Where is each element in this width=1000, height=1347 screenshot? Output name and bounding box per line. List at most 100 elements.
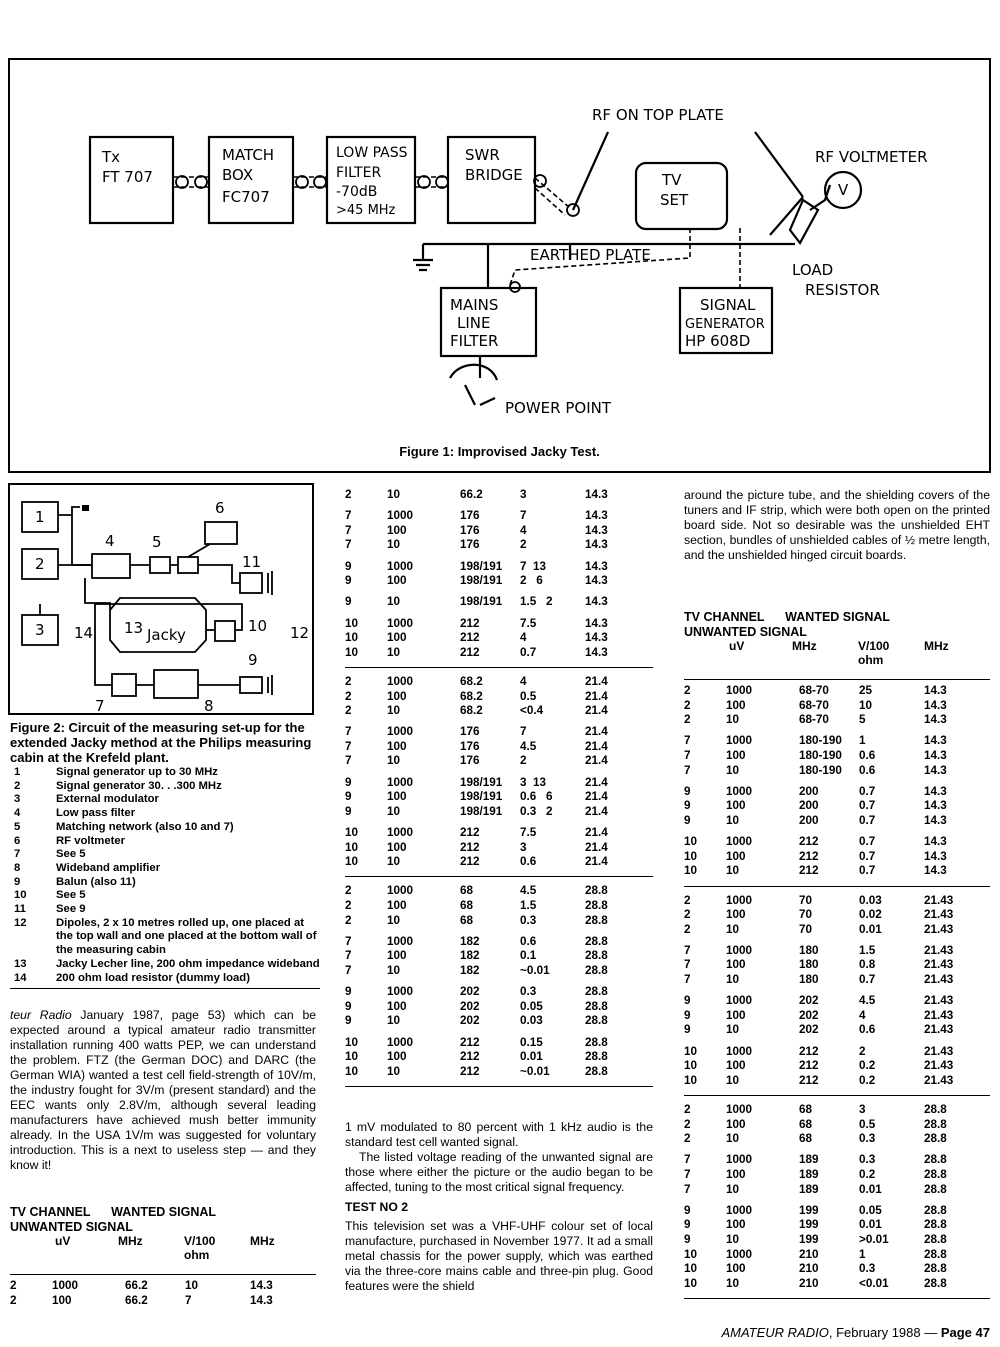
table-cell: 0.6 6 xyxy=(520,790,553,804)
table-cell: 4 xyxy=(520,631,527,645)
table-cell: 9 xyxy=(345,574,352,588)
table-cell: 0.7 xyxy=(520,645,537,659)
table-cell: 7 13 xyxy=(520,559,546,573)
table-cell: 198/191 xyxy=(460,790,503,804)
table-cell: 0.2 xyxy=(859,1059,876,1073)
table-cell: 1000 xyxy=(726,784,753,798)
test-no-2-heading: TEST NO 2 xyxy=(345,1200,408,1214)
table-cell: 202 xyxy=(460,999,480,1013)
table-cell: 10 xyxy=(684,849,698,863)
table-cell: 1.5 xyxy=(859,943,876,957)
col1-table-head-2: UNWANTED SIGNAL xyxy=(10,1219,133,1234)
table-cell: 9 xyxy=(345,999,352,1013)
table-cell: 28.8 xyxy=(585,1050,608,1064)
table-cell: 1000 xyxy=(387,616,414,630)
page-footer: AMATEUR RADIO, February 1988 — Page 47 xyxy=(721,1325,990,1340)
table-cell: 9 xyxy=(684,1232,691,1246)
siggen-label-2: GENERATOR xyxy=(685,317,765,332)
table-end-rule xyxy=(345,1085,653,1087)
lowpass-label-2: FILTER xyxy=(336,165,381,181)
fig2-num-13: 13 xyxy=(124,619,143,637)
match-label-1: MATCH xyxy=(222,146,274,164)
table-cell: 212 xyxy=(799,1044,819,1058)
table-cell: 28.8 xyxy=(585,985,608,999)
footer-publication: AMATEUR RADIO xyxy=(721,1325,829,1340)
table-cell: 14.3 xyxy=(585,559,608,573)
table-cell: 28.8 xyxy=(924,1262,947,1276)
table-cell: 1000 xyxy=(387,1035,414,1049)
table-cell: 0.5 xyxy=(859,1117,876,1131)
siggen-label-3: HP 608D xyxy=(685,332,750,350)
table-cell: 14.3 xyxy=(924,849,947,863)
table-cell: 14.3 xyxy=(924,835,947,849)
table-cell: 100 xyxy=(387,689,407,703)
table-cell: 212 xyxy=(460,840,480,854)
table-cell: 9 xyxy=(345,985,352,999)
table-cell: 212 xyxy=(799,864,819,878)
table-cell: 14.3 xyxy=(924,864,947,878)
table-cell: 212 xyxy=(799,835,819,849)
table-cell: 10 xyxy=(345,1035,359,1049)
lowpass-label-1: LOW PASS xyxy=(336,145,408,161)
table-cell: 21.4 xyxy=(585,775,608,789)
table-cell: 100 xyxy=(387,1050,407,1064)
table-cell: 1000 xyxy=(726,684,753,697)
table-cell: 198/191 xyxy=(460,559,503,573)
table-cell: 200 xyxy=(799,784,819,798)
table-cell: 202 xyxy=(460,985,480,999)
table-cell: 10 xyxy=(387,804,401,818)
col1-table-rule xyxy=(10,1274,316,1275)
table-cell: 21.4 xyxy=(585,855,608,869)
table-cell: 21.43 xyxy=(924,973,954,987)
table-cell: 1000 xyxy=(387,509,414,523)
rf-top-label: RF ON TOP PLATE xyxy=(592,106,724,124)
table-block-rule xyxy=(345,876,653,878)
table-cell: 0.01 xyxy=(859,922,882,936)
table-cell: 7 xyxy=(345,523,352,537)
table-cell: 1000 xyxy=(726,943,753,957)
table-cell: 212 xyxy=(460,1050,480,1064)
table-cell: 100 xyxy=(387,840,407,854)
fig2-num-2: 2 xyxy=(35,555,45,573)
table-cell: 0.2 xyxy=(859,1167,876,1181)
fig2-num-8: 8 xyxy=(204,697,214,713)
table-cell: 176 xyxy=(460,523,480,537)
table-cell: 10 xyxy=(726,1073,740,1087)
table-cell: 0.7 xyxy=(859,813,876,827)
table-cell: 4.5 xyxy=(520,739,537,753)
table-cell: 100 xyxy=(726,1218,746,1232)
table-cell: 180-190 xyxy=(799,763,842,777)
table-cell: 10 xyxy=(726,1232,740,1246)
table-cell: 4 xyxy=(859,1008,866,1022)
table-cell: 212 xyxy=(799,849,819,863)
table-cell: 180 xyxy=(799,958,819,972)
fig2-num-14: 14 xyxy=(74,624,93,642)
table-cell: 0.05 xyxy=(859,1203,882,1217)
